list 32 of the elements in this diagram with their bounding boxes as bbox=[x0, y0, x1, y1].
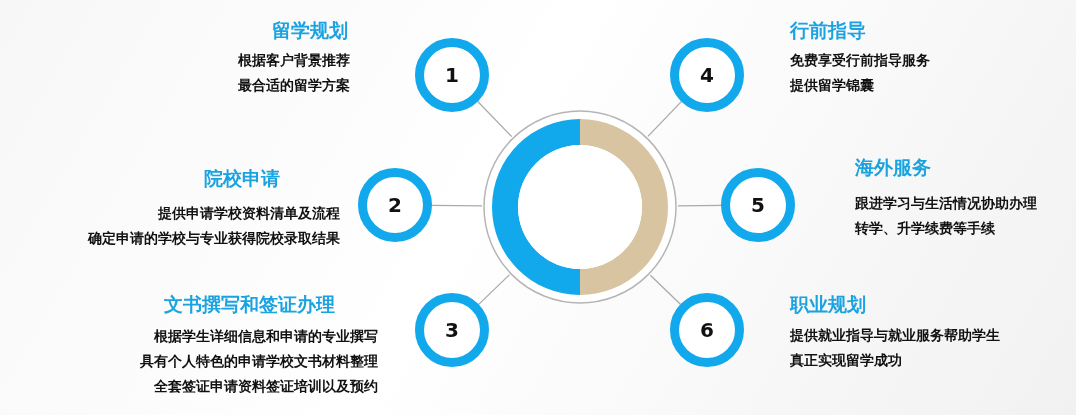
connector-line bbox=[649, 274, 682, 305]
step-number: 1 bbox=[445, 63, 459, 87]
heading-text: 文书撰写和签证办理 bbox=[164, 292, 335, 317]
step-number: 2 bbox=[388, 193, 402, 217]
connector-line bbox=[477, 100, 513, 138]
step-number: 5 bbox=[751, 193, 765, 217]
heading-text: 职业规划 bbox=[790, 292, 866, 317]
heading-text: 院校申请 bbox=[204, 166, 280, 191]
description-text: 提供申请学校资料清单及流程 bbox=[158, 205, 340, 223]
description-text: 跟进学习与生活情况协助办理 bbox=[855, 195, 1037, 213]
step-number: 6 bbox=[700, 318, 714, 342]
connector-line bbox=[647, 101, 682, 138]
description-text: 提供留学锦囊 bbox=[790, 77, 874, 95]
hub-ring-drawing bbox=[482, 109, 678, 305]
description-text: 确定申请的学校与专业获得院校录取结果 bbox=[88, 230, 340, 248]
description-text: 全套签证申请资料签证培训以及预约 bbox=[154, 378, 378, 396]
heading-text: 留学规划 bbox=[272, 18, 348, 43]
connector-line bbox=[431, 204, 483, 207]
description-text: 根据学生详细信息和申请的专业撰写 bbox=[154, 328, 378, 346]
description-text: 提供就业指导与就业服务帮助学生 bbox=[790, 327, 1000, 345]
description-text: 免费享受行前指导服务 bbox=[790, 52, 930, 70]
heading-text: 行前指导 bbox=[790, 18, 866, 43]
description-text: 转学、升学续费等手续 bbox=[855, 220, 995, 238]
description-text: 真正实现留学成功 bbox=[790, 352, 902, 370]
step-number: 3 bbox=[445, 318, 459, 342]
heading-text: 海外服务 bbox=[855, 155, 931, 180]
description-text: 最合适的留学方案 bbox=[238, 77, 350, 95]
description-text: 根据客户背景推荐 bbox=[238, 52, 350, 70]
step-number: 4 bbox=[700, 63, 714, 87]
connector-line bbox=[478, 274, 510, 305]
description-text: 具有个人特色的申请学校文书材料整理 bbox=[140, 353, 378, 371]
connector-line bbox=[677, 204, 722, 207]
